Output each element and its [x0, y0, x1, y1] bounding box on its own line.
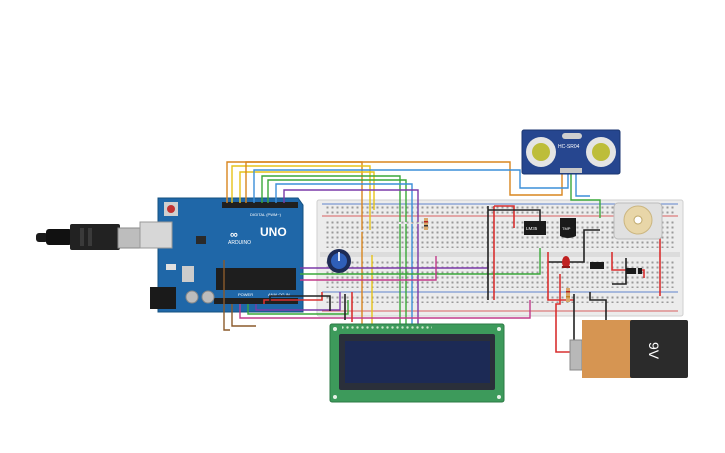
dc-motor [613, 202, 663, 240]
arduino-logo-icon: ∞ [230, 229, 238, 241]
ultrasonic-sensor: HC-SR04 [521, 129, 621, 175]
power-header-label: POWER [238, 292, 253, 297]
resistor-bottom [566, 288, 570, 302]
resistor-top [424, 218, 428, 230]
regulator-chip: LM35 [524, 221, 546, 235]
battery-label: 9V [646, 342, 662, 360]
resistors [424, 218, 570, 302]
digital-header-label: DIGITAL (PWM~) [250, 212, 282, 217]
temperature-sensor: TMP [560, 218, 576, 238]
arduino-model-label: UNO [260, 225, 287, 239]
reset-button-icon [167, 205, 175, 213]
arduino-brand-label: ARDUINO [228, 240, 251, 246]
ultrasonic-label: HC-SR04 [558, 144, 580, 150]
analog-header-label: ANALOG IN [268, 292, 290, 297]
transistor [590, 262, 642, 274]
usb-cable [36, 224, 145, 250]
diode [626, 268, 642, 274]
battery-9v: 9V [569, 320, 688, 378]
regulator-label: LM35 [526, 226, 538, 231]
arduino-uno-board: ∞ ARDUINO UNO DIGITAL (PWM~) POWER ANALO… [139, 197, 304, 313]
lcd-display [329, 323, 505, 403]
sensor-label: TMP [562, 226, 571, 231]
led [562, 256, 570, 268]
potentiometer [327, 249, 351, 273]
